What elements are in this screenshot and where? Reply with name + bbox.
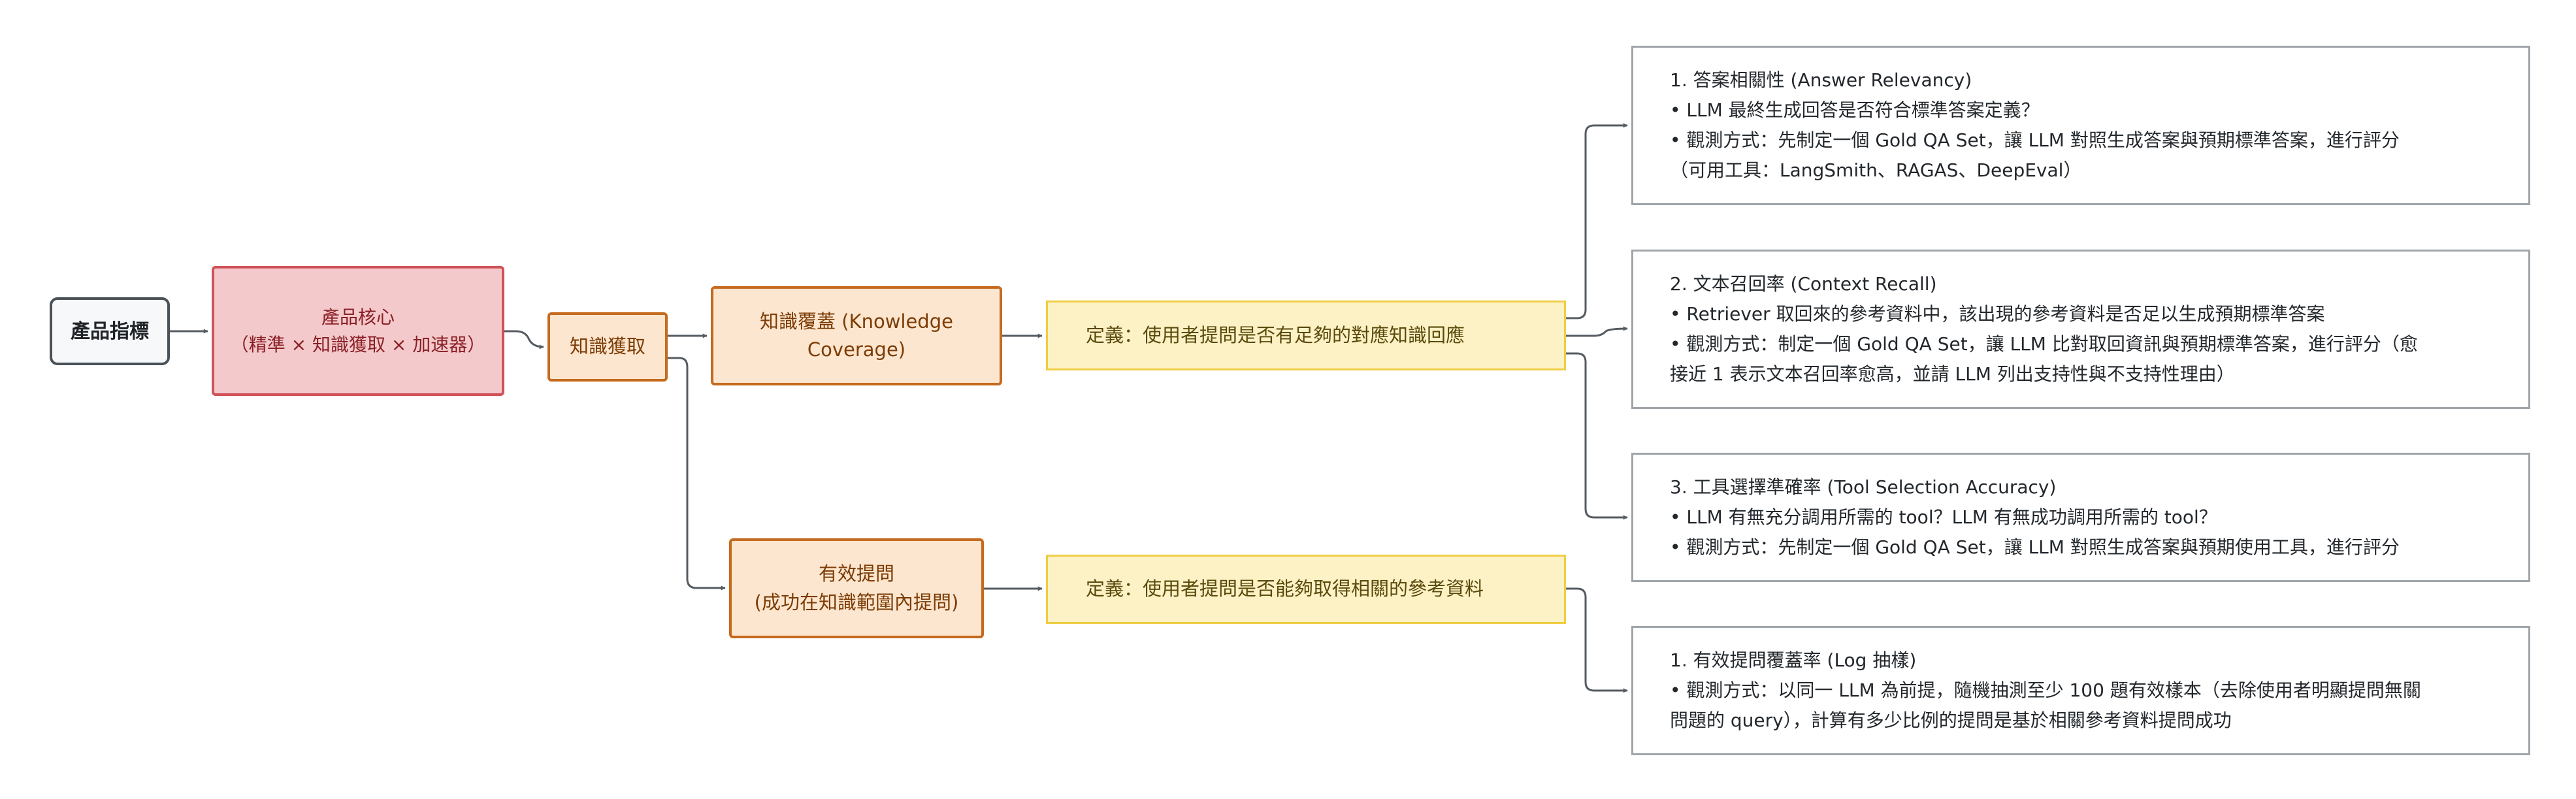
metric-answer-relevancy: 1. 答案相關性 (Answer Relevancy) • LLM 最終生成回答… [1631, 46, 2530, 205]
node-label: 知識獲取 [569, 335, 645, 358]
metric-context-recall: 2. 文本召回率 (Context Recall) • Retriever 取回… [1631, 250, 2530, 409]
node-definition-prompt: 定義：使用者提問是否能夠取得相關的參考資料 [1046, 555, 1566, 624]
metric-line: • 觀測方式：以同一 LLM 為前提，隨機抽測至少 100 題有效樣本（去除使用… [1670, 679, 2421, 701]
metric-line: • Retriever 取回來的參考資料中，該出現的參考資料是否足以生成預期標準… [1670, 303, 2325, 325]
metric-line: 問題的 query），計算有多少比例的提問是基於相關參考資料提問成功 [1670, 709, 2232, 731]
node-definition-coverage: 定義：使用者提問是否有足夠的對應知識回應 [1046, 301, 1566, 370]
node-label: 產品指標 [71, 319, 149, 343]
metric-effective-prompt-coverage: 1. 有效提問覆蓋率 (Log 抽樣) • 觀測方式：以同一 LLM 為前提，隨… [1631, 626, 2530, 755]
node-product-core: 產品核心 （精準 × 知識獲取 × 加速器） [212, 266, 504, 396]
metric-title: 1. 答案相關性 (Answer Relevancy) [1670, 69, 1972, 91]
metric-line: 接近 1 表示文本召回率愈高，並請 LLM 列出支持性與不支持性理由） [1670, 363, 2235, 385]
node-label: 定義：使用者提問是否能夠取得相關的參考資料 [1086, 578, 1484, 600]
node-label: 定義：使用者提問是否有足夠的對應知識回應 [1086, 323, 1465, 346]
metric-title: 2. 文本召回率 (Context Recall) [1670, 273, 1937, 295]
node-label: 產品核心 （精準 × 知識獲取 × 加速器） [230, 306, 486, 355]
metric-line: • 觀測方式：先制定一個 Gold QA Set，讓 LLM 對照生成答案與預期… [1670, 536, 2400, 558]
node-effective-prompt: 有效提問 (成功在知識範圍內提問) [729, 538, 984, 638]
node-label: 有效提問 (成功在知識範圍內提問) [754, 563, 959, 613]
edge-definition-to-metric-4 [1566, 587, 1628, 693]
node-label: 知識覆蓋 (Knowledge Coverage) [760, 310, 953, 361]
metric-tool-selection-accuracy: 3. 工具選擇準確率 (Tool Selection Accuracy) • L… [1631, 453, 2530, 582]
metric-line: • 觀測方式：制定一個 Gold QA Set，讓 LLM 比對取回資訊與預期標… [1670, 333, 2418, 355]
metric-line: • 觀測方式：先制定一個 Gold QA Set，讓 LLM 對照生成答案與預期… [1670, 129, 2400, 151]
node-knowledge-coverage: 知識覆蓋 (Knowledge Coverage) [711, 286, 1002, 385]
metric-title: 1. 有效提問覆蓋率 (Log 抽樣) [1670, 649, 1917, 671]
edge-definition-to-metric-3 [1566, 352, 1628, 520]
edge-knowledge-to-prompt [668, 357, 726, 591]
edge-definition-to-metric-1 [1566, 123, 1628, 319]
node-product-metrics: 產品指標 [50, 297, 170, 365]
edge-definition-to-metric-2 [1566, 326, 1628, 337]
metric-line: • LLM 有無充分調用所需的 tool？LLM 有無成功調用所需的 tool？ [1670, 506, 2217, 528]
metric-line: • LLM 最終生成回答是否符合標準答案定義？ [1670, 99, 2040, 121]
metric-title: 3. 工具選擇準確率 (Tool Selection Accuracy) [1670, 476, 2057, 498]
edge-core-to-knowledge [504, 330, 544, 350]
metric-line: （可用工具：LangSmith、RAGAS、DeepEval） [1670, 159, 2082, 181]
node-knowledge-acquisition: 知識獲取 [547, 312, 668, 382]
